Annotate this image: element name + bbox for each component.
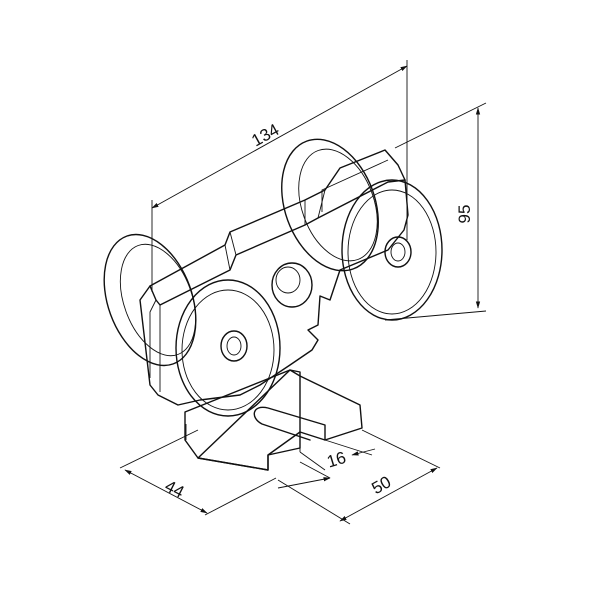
dimension-bracket-depth: 50: [277, 429, 441, 525]
center-axle: [271, 262, 313, 308]
dimension-50-label: 50: [368, 472, 394, 498]
front-right-wheel: [341, 179, 443, 321]
mounting-bracket: [184, 369, 363, 471]
front-left-wheel: [175, 279, 281, 417]
dimension-95-label: 95: [455, 205, 474, 224]
rear-right-wheel: [281, 138, 379, 272]
dimension-height: 95: [384, 102, 487, 321]
rear-left-wheel: [103, 233, 197, 367]
dimension-16-label: 16: [325, 448, 349, 472]
dimension-slot-width: 16: [277, 439, 376, 489]
dimension-134-label: 134: [248, 120, 282, 150]
dimension-bracket-width: 44: [119, 424, 277, 516]
dimension-44-label: 44: [162, 476, 187, 502]
